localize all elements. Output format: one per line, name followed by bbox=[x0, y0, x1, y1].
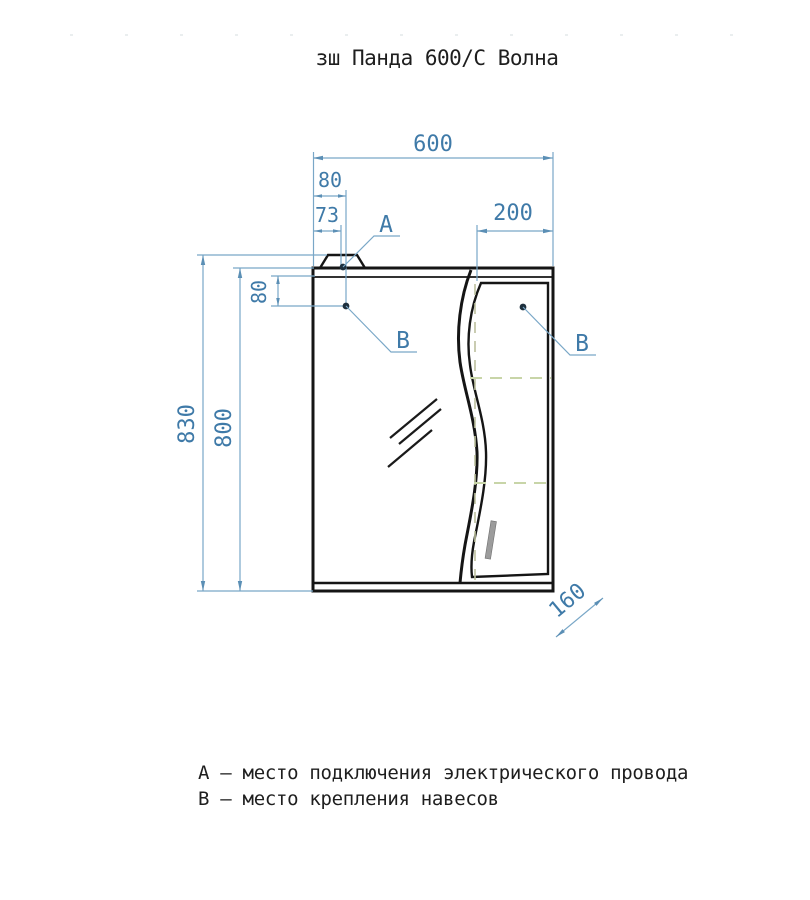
dim-80-top: 80 bbox=[318, 168, 342, 192]
dimension-hinge-offset: 80 bbox=[314, 168, 347, 305]
dimension-body-height: 800 bbox=[212, 267, 314, 591]
mirror-wave-edge bbox=[457, 269, 479, 584]
marker-b-hinge-right: В bbox=[519, 303, 596, 357]
drawing-title: зш Панда 600/С Волна bbox=[315, 46, 559, 70]
cabinet-outline bbox=[311, 253, 555, 593]
dimension-hinge-drop: 80 bbox=[247, 275, 346, 307]
mirror-glass-hatch bbox=[387, 398, 442, 468]
marker-b-hinge-left: В bbox=[342, 302, 417, 354]
cabinet-body bbox=[311, 266, 555, 593]
dimension-door-width: 200 bbox=[476, 201, 553, 281]
label-b-left: В bbox=[396, 328, 410, 354]
lamp-housing bbox=[318, 253, 367, 269]
dimension-overall-height: 830 bbox=[175, 254, 327, 592]
legend: А – место подключения электрического про… bbox=[198, 760, 688, 812]
dimension-wire-offset: 73 bbox=[314, 203, 342, 266]
label-b-right: В bbox=[575, 331, 589, 357]
dim-73: 73 bbox=[315, 203, 339, 227]
dim-830: 830 bbox=[175, 404, 200, 444]
dim-600: 600 bbox=[413, 132, 453, 157]
dim-800: 800 bbox=[212, 408, 237, 448]
dimension-overall-width: 600 bbox=[312, 132, 554, 266]
door-outline bbox=[467, 281, 550, 579]
legend-line-a: А – место подключения электрического про… bbox=[198, 762, 689, 784]
legend-line-b: В – место крепления навесов bbox=[198, 788, 499, 810]
dim-80-side: 80 bbox=[247, 280, 271, 304]
marker-a-wire-point: А bbox=[339, 212, 400, 271]
door-handle bbox=[484, 520, 497, 560]
dim-200: 200 bbox=[493, 201, 533, 226]
wave-door bbox=[457, 269, 551, 588]
label-a: А bbox=[379, 212, 393, 238]
